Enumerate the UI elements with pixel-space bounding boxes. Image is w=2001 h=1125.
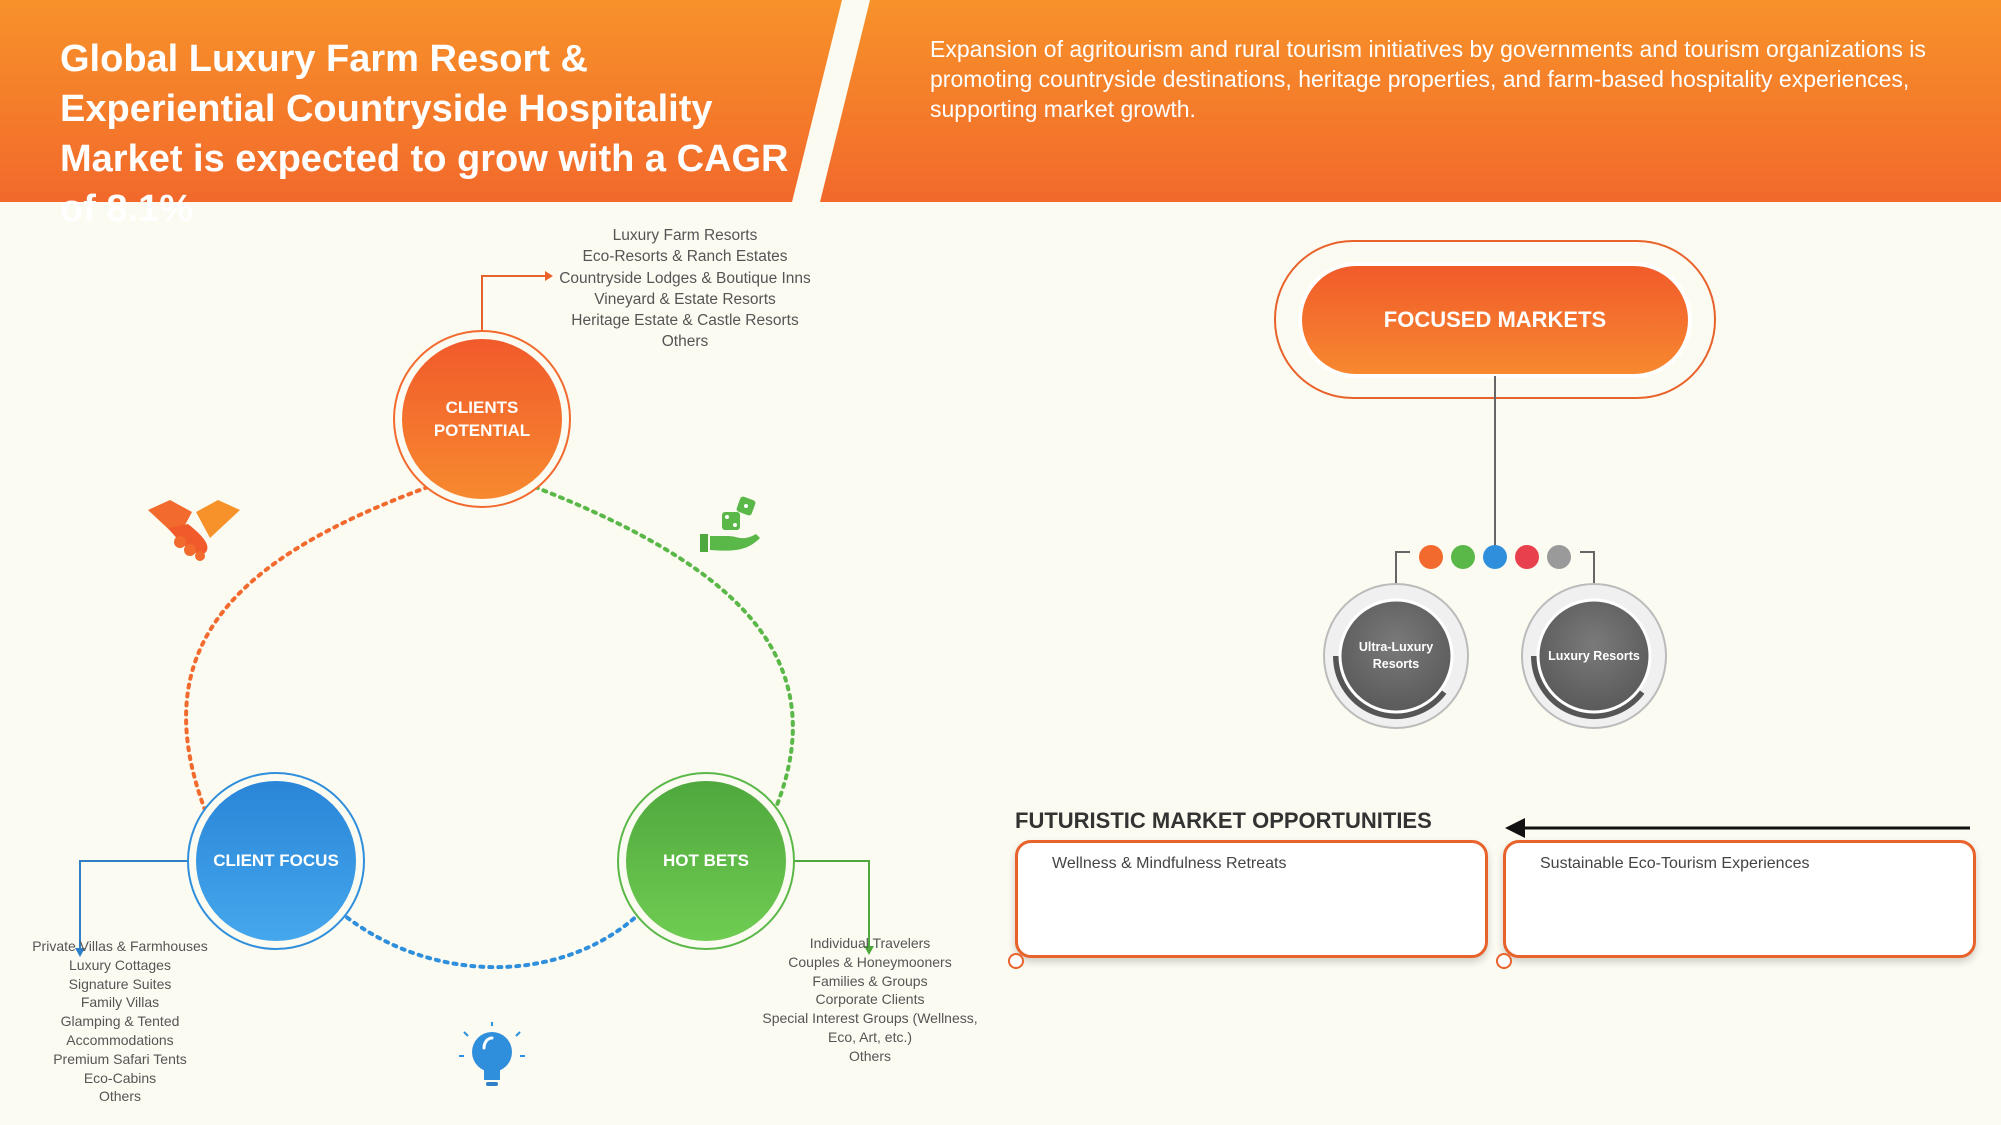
header-background — [0, 0, 2001, 202]
opportunity-card-dot — [1008, 953, 1024, 969]
list-item: Others — [661, 333, 709, 351]
list-item: Premium Safari Tents — [53, 1050, 187, 1067]
futuristic-opportunities-title: FUTURISTIC MARKET OPPORTUNITIES — [1015, 808, 1432, 833]
page-subtitle: Expansion of agritourism and rural touri… — [930, 36, 1926, 122]
list-item: Glamping & Tented — [60, 1013, 180, 1030]
list-item: Vineyard & Estate Resorts — [594, 290, 776, 308]
list-item: Special Interest Groups (Wellness, — [762, 1010, 978, 1027]
list-item: Eco-Cabins — [83, 1069, 157, 1086]
bracket-right — [1580, 551, 1595, 590]
market-label-luxury-resorts: Luxury Resorts — [1548, 648, 1640, 663]
connector-orange — [184, 485, 430, 812]
list-item: Luxury Farm Resorts — [612, 227, 758, 244]
market-color-dot — [1547, 545, 1571, 569]
client-focus-label: CLIENT FOCUS — [213, 851, 339, 870]
market-color-dot — [1451, 545, 1475, 569]
opportunity-card: Wellness & Mindfulness Retreats — [1015, 840, 1488, 958]
client-focus-arrow — [79, 860, 190, 950]
list-item: Family Villas — [80, 994, 160, 1011]
clients-potential-arrow — [481, 275, 548, 334]
market-color-dot — [1419, 545, 1443, 569]
list-item: Signature Suites — [68, 975, 172, 992]
dice-in-hand-icon — [700, 496, 760, 552]
page-title: Global Luxury Farm Resort & Experiential… — [60, 38, 789, 230]
list-item: Private Villas & Farmhouses — [32, 938, 208, 954]
market-color-dots — [1419, 545, 1571, 569]
market-color-dot — [1483, 545, 1507, 569]
list-item: Others — [848, 1047, 891, 1064]
opportunity-card: Sustainable Eco-Tourism Experiences — [1503, 840, 1976, 958]
connector-blue — [338, 910, 640, 970]
hot-bets-arrow — [790, 860, 870, 948]
handshake-icon — [148, 500, 240, 561]
list-item: Heritage Estate & Castle Resorts — [571, 312, 799, 330]
list-item: Corporate Clients — [815, 991, 925, 1008]
focused-markets-title: FOCUSED MARKETS — [1383, 307, 1607, 332]
opportunity-text: Wellness & Mindfulness Retreats — [1052, 855, 1287, 872]
hot-bets-node — [617, 772, 795, 950]
market-node-luxury-resorts — [1521, 583, 1667, 729]
market-node-ultra-luxury — [1323, 583, 1469, 729]
market-color-dot — [1515, 545, 1539, 569]
client-focus-node — [187, 772, 365, 950]
list-item: Accommodations — [66, 1031, 174, 1048]
list-item: Others — [98, 1088, 141, 1105]
list-item: Eco, Art, etc.) — [827, 1028, 913, 1045]
list-item: Families & Groups — [812, 972, 928, 989]
opportunity-card-dot — [1496, 953, 1512, 969]
list-item: Countryside Lodges & Boutique Inns — [559, 269, 811, 287]
list-item: Luxury Cottages — [69, 956, 171, 973]
opportunity-text: Sustainable Eco-Tourism Experiences — [1540, 855, 1810, 872]
connector-green — [533, 485, 795, 812]
list-item: Individual Travelers — [809, 935, 931, 951]
clients-potential-node — [393, 330, 571, 508]
list-item: Eco-Resorts & Ranch Estates — [582, 248, 788, 266]
list-item: Couples & Honeymooners — [788, 953, 952, 970]
hot-bets-label: HOT BETS — [663, 851, 749, 870]
bracket-left — [1395, 551, 1410, 590]
header-banner: Global Luxury Farm Resort & Experiential… — [0, 0, 2001, 230]
lightbulb-icon — [459, 1022, 525, 1086]
